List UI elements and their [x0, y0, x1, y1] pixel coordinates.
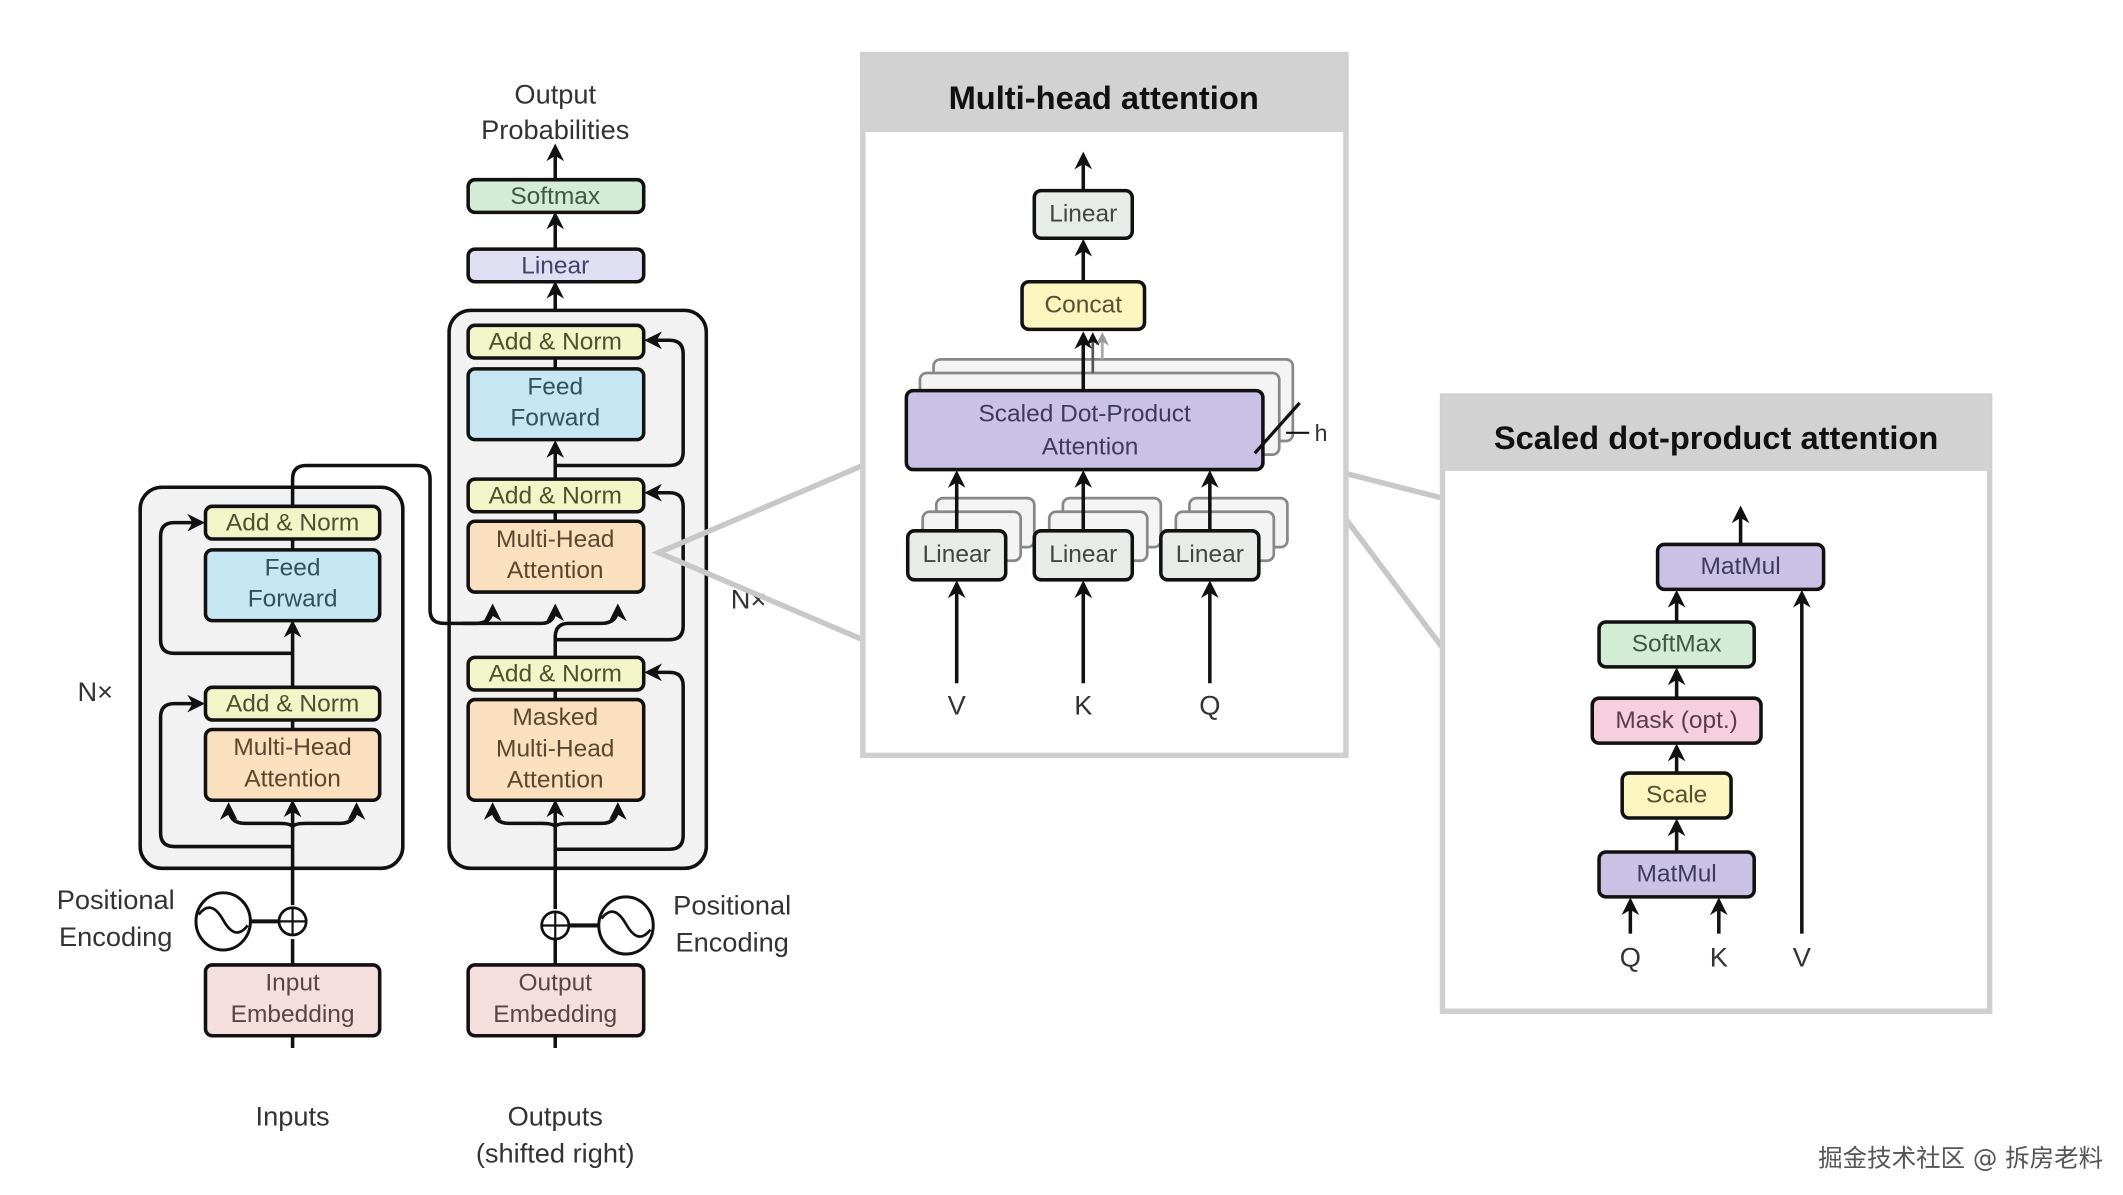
decoder-masked-label-1: Masked — [512, 704, 598, 731]
encoder-multi-head-attention — [203, 727, 382, 803]
sdpa-k-label: K — [1710, 941, 1728, 972]
sdpa-v-label: V — [1793, 941, 1812, 972]
output-embedding-label-2: Embedding — [493, 1001, 617, 1028]
decoder-add-norm-mid — [466, 477, 646, 514]
encoder-add-norm-top — [203, 504, 382, 541]
mha-linear-k: Linear K — [1032, 470, 1163, 721]
mha-concat-label: Concat — [1044, 292, 1122, 319]
decoder-add-norm-mid-label: Add & Norm — [489, 482, 622, 509]
decoder-add-norm-top-label: Add & Norm — [489, 328, 622, 355]
decoder-add-norm-bottom — [466, 655, 646, 692]
decoder-masked-mha — [466, 697, 646, 803]
linear-k-label: Linear — [1049, 541, 1117, 568]
positional-encoding-right: Positional Encoding — [540, 890, 791, 957]
mha-v-label: V — [948, 690, 967, 721]
wire-enc-attn-v — [290, 802, 366, 828]
wire-dec-residual-3 — [555, 331, 685, 468]
mha-linear-top-box — [1032, 188, 1135, 240]
encoder-repeat-label: N× — [77, 676, 113, 707]
wire-dec-masked-k — [483, 802, 558, 828]
sdpa-matmul-top-box — [1655, 542, 1826, 592]
encoder-mha-label-1: Multi-Head — [233, 734, 351, 761]
decoder-multi-head-attention — [466, 519, 646, 594]
decoder-ff-label-2: Forward — [510, 405, 600, 432]
pos-enc-left-label-1: Positional — [57, 884, 175, 915]
wire-enc-attn-k — [219, 802, 295, 828]
mha-panel-header — [862, 54, 1346, 133]
linear-label: Linear — [521, 252, 589, 279]
callout-mha-wedge — [651, 462, 864, 643]
sdpa-mask-label: Mask (opt.) — [1615, 707, 1737, 734]
encoder-add-norm-bottom-label: Add & Norm — [226, 690, 359, 717]
sdpa-scale-label: Scale — [1646, 782, 1707, 809]
sdpa-q-label: Q — [1620, 941, 1641, 972]
wire-dec-residual-2 — [555, 483, 685, 642]
mha-k-label: K — [1074, 690, 1092, 721]
decoder-add-norm-top — [466, 323, 646, 360]
outputs-label-2: (shifted right) — [476, 1137, 635, 1168]
encoder-block — [138, 485, 405, 871]
mha-sdpa-box — [904, 388, 1265, 472]
pos-enc-left-label-2: Encoding — [59, 921, 172, 952]
sdpa-softmax-label: SoftMax — [1632, 631, 1722, 658]
decoder-masked-label-3: Attention — [507, 767, 604, 794]
sdpa-matmul-bottom-label: MatMul — [1636, 861, 1716, 888]
output-probabilities-label-2: Probabilities — [481, 114, 629, 145]
wire-enc-residual-2 — [158, 513, 293, 656]
multi-head-attention-panel: Multi-head attention Linear Concat Scale… — [860, 51, 1349, 759]
mha-linear-top-label: Linear — [1049, 201, 1117, 228]
encoder-ff-label-2: Forward — [248, 586, 338, 613]
output-embedding-box — [466, 963, 646, 1038]
scaled-dot-product-panel: Scaled dot-product attention MatMul Soft… — [1439, 393, 1993, 1014]
encoder-add-norm-top-label: Add & Norm — [226, 509, 359, 536]
encoder-ff-label-1: Feed — [265, 554, 321, 581]
input-embedding-label-2: Embedding — [231, 1001, 355, 1028]
mha-sdpa-label-2: Attention — [1042, 433, 1139, 460]
wire-enc-residual-1 — [158, 694, 293, 849]
decoder-mha-label-2: Attention — [507, 557, 604, 584]
decoder-masked-label-2: Multi-Head — [496, 735, 614, 762]
decoder-add-norm-bottom-label: Add & Norm — [489, 661, 622, 688]
output-embedding-label-1: Output — [518, 969, 592, 996]
wire-dec-masked-v — [553, 802, 627, 828]
outputs-label-1: Outputs — [508, 1101, 603, 1132]
mha-h-label: h — [1315, 420, 1328, 446]
output-probabilities-label: Output — [514, 78, 596, 109]
positional-encoding-left: Positional Encoding — [57, 884, 308, 952]
sdpa-panel-title: Scaled dot-product attention — [1494, 419, 1938, 456]
pos-enc-right-label-2: Encoding — [675, 926, 788, 957]
input-embedding-box — [203, 963, 382, 1038]
mha-sdpa-label-1: Scaled Dot-Product — [978, 401, 1190, 428]
decoder-feed-forward — [466, 367, 646, 442]
sdpa-mask-box — [1590, 696, 1763, 745]
mha-linear-v: Linear V — [905, 470, 1036, 721]
mha-panel-title: Multi-head attention — [949, 79, 1259, 116]
mha-linear-q: Linear Q — [1159, 470, 1289, 721]
wire-encoder-to-decoder-v — [462, 603, 565, 626]
sdpa-scale-box — [1620, 771, 1733, 820]
sdpa-matmul-top-label: MatMul — [1700, 553, 1780, 580]
linear-q-label: Linear — [1176, 541, 1244, 568]
encoder-add-norm-bottom — [203, 685, 382, 722]
encoder-feed-forward — [203, 548, 382, 623]
wire-dec-query — [553, 603, 627, 657]
sdpa-panel-header — [1442, 396, 1990, 471]
decoder-mha-label-1: Multi-Head — [496, 526, 614, 553]
watermark: 掘金技术社区 @ 拆房老料 — [1818, 1143, 2103, 1172]
pos-enc-right-label-1: Positional — [673, 890, 791, 921]
sdpa-matmul-bottom-box — [1597, 850, 1756, 899]
encoder-mha-label-2: Attention — [244, 765, 341, 792]
mha-concat-box — [1020, 280, 1147, 332]
input-embedding-label-1: Input — [265, 969, 320, 996]
h-bracket-icon — [1253, 401, 1301, 455]
sdpa-softmax-box — [1597, 620, 1756, 669]
linear-v-label: Linear — [923, 541, 991, 568]
wire-dec-residual-1 — [555, 663, 685, 852]
transformer-architecture: Output Probabilities Softmax Linear N× N… — [57, 78, 791, 1168]
softmax-label: Softmax — [510, 183, 600, 210]
decoder-ff-label-1: Feed — [527, 373, 583, 400]
inputs-label: Inputs — [256, 1101, 330, 1132]
mha-q-label: Q — [1199, 690, 1220, 721]
